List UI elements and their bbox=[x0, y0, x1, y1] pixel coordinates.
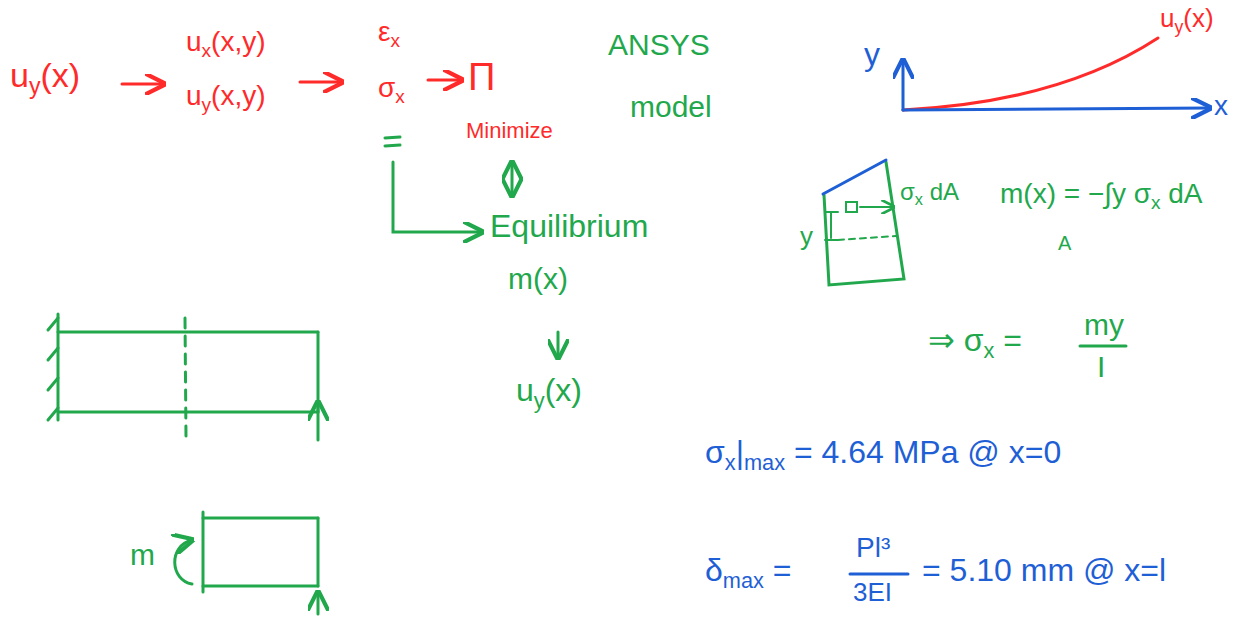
fraction-numerator: Pl³ bbox=[856, 532, 890, 564]
field-symbol: ux(x,y) bbox=[186, 26, 266, 58]
equivalence-arrow bbox=[511, 162, 514, 196]
section-edge bbox=[823, 160, 886, 194]
fraction-bar bbox=[850, 573, 908, 576]
axis-line bbox=[902, 60, 905, 110]
equation-text: m(x) = −∫y σx dA bbox=[1000, 178, 1203, 210]
field-symbol: uy(x) bbox=[516, 372, 582, 409]
result-text: σx|max = 4.64 MPa @ x=0 bbox=[705, 434, 1061, 471]
underline-mark bbox=[385, 137, 400, 138]
axis-label: x bbox=[1214, 90, 1228, 122]
fraction-denominator: 3EI bbox=[853, 578, 892, 608]
energy-symbol: Π bbox=[468, 56, 495, 100]
strain-symbol: εx bbox=[378, 16, 400, 48]
flow-arrow bbox=[300, 81, 342, 84]
underline-mark bbox=[385, 145, 400, 146]
moment-label: m bbox=[130, 538, 155, 573]
dimension-label: y bbox=[800, 222, 813, 252]
field-symbol: uy(x) bbox=[10, 56, 80, 95]
free-body-segment bbox=[175, 512, 318, 614]
stress-symbol: σx bbox=[378, 72, 405, 104]
note-text: model bbox=[630, 90, 712, 125]
integral-limit: A bbox=[1058, 232, 1071, 255]
force-label: σx dA bbox=[900, 178, 959, 206]
moment-symbol: m(x) bbox=[508, 262, 568, 297]
flow-arrow bbox=[428, 79, 462, 82]
axis-line bbox=[903, 108, 1210, 110]
fraction-denominator: I bbox=[1097, 350, 1105, 385]
note-text: ANSYS bbox=[608, 28, 710, 63]
flow-arrow bbox=[122, 83, 164, 86]
fraction-bar bbox=[1080, 345, 1126, 348]
fraction-numerator: my bbox=[1084, 308, 1124, 343]
cantilever-beam bbox=[48, 314, 318, 440]
note-text: Minimize bbox=[466, 118, 553, 143]
cross-section bbox=[824, 162, 904, 285]
result-text: = 5.10 mm @ x=l bbox=[922, 552, 1166, 589]
result-text: δmax = bbox=[705, 552, 791, 589]
field-symbol: uy(x,y) bbox=[186, 80, 266, 112]
equation-text: ⇒ σx = bbox=[928, 322, 1022, 359]
flow-arrow bbox=[557, 332, 560, 358]
note-text: Equilibrium bbox=[490, 208, 648, 245]
axis-label: y bbox=[864, 36, 880, 73]
curve-label: uy(x) bbox=[1160, 4, 1214, 34]
deflection-curve bbox=[903, 38, 1158, 110]
flow-arrow bbox=[393, 162, 482, 232]
